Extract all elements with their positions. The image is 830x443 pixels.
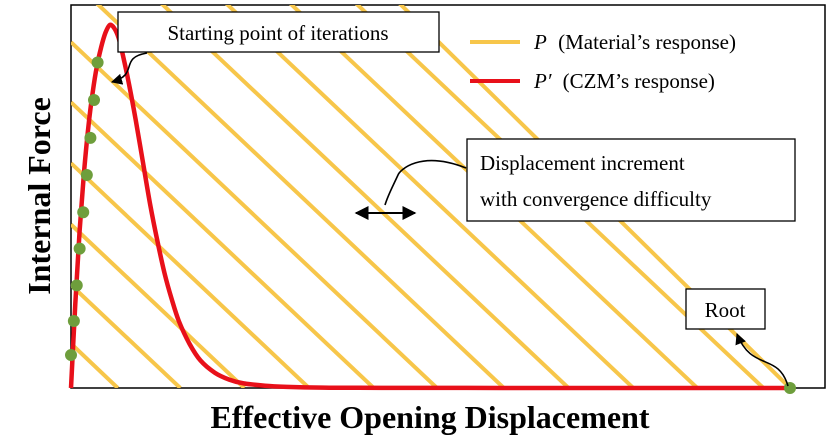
y-axis-title: Internal Force <box>21 97 57 295</box>
material-line-8 <box>160 5 570 388</box>
material-line-12 <box>398 5 792 388</box>
iteration-point-1 <box>65 349 77 362</box>
iteration-point-10 <box>784 382 796 394</box>
iteration-point-3 <box>70 279 83 292</box>
root-annotation-text: Root <box>705 298 746 322</box>
increment-annotation-connector <box>384 159 467 206</box>
material-line-5 <box>71 100 376 388</box>
material-line-10 <box>288 5 699 388</box>
material-line-9 <box>224 5 635 388</box>
material-line-3 <box>71 223 246 388</box>
start-annotation-arrow <box>110 52 148 85</box>
root-annotation-arrow <box>735 332 789 387</box>
x-axis-title: Effective Opening Displacement <box>210 399 649 435</box>
material-response-lines <box>71 5 792 388</box>
iteration-point-4 <box>73 242 86 255</box>
iteration-point-7 <box>84 131 97 144</box>
legend-label-material: P (Material’s response) <box>533 30 736 54</box>
material-line-2 <box>71 283 182 388</box>
iteration-points <box>65 56 796 394</box>
iteration-point-6 <box>80 169 93 182</box>
legend-label-czm: P′ (CZM’s response) <box>533 69 715 93</box>
start-annotation-box <box>117 11 440 53</box>
legend: P (Material’s response) P′ (CZM’s respon… <box>470 30 736 93</box>
material-line-7 <box>95 5 506 388</box>
start-annotation-text: Starting point of iterations <box>167 21 388 45</box>
czm-response-curve <box>68 22 790 391</box>
iteration-point-8 <box>88 93 101 106</box>
iteration-point-9 <box>91 56 104 69</box>
increment-annotation-line-1: Displacement increment <box>480 151 685 175</box>
root-annotation-box <box>685 288 766 330</box>
increment-annotation-line-2: with convergence difficulty <box>480 187 712 211</box>
increment-annotation-box <box>466 138 796 222</box>
iteration-point-2 <box>67 314 80 327</box>
material-line-4 <box>71 161 311 388</box>
material-line-1 <box>71 342 120 388</box>
material-line-11 <box>354 5 765 388</box>
iteration-point-5 <box>77 206 90 219</box>
